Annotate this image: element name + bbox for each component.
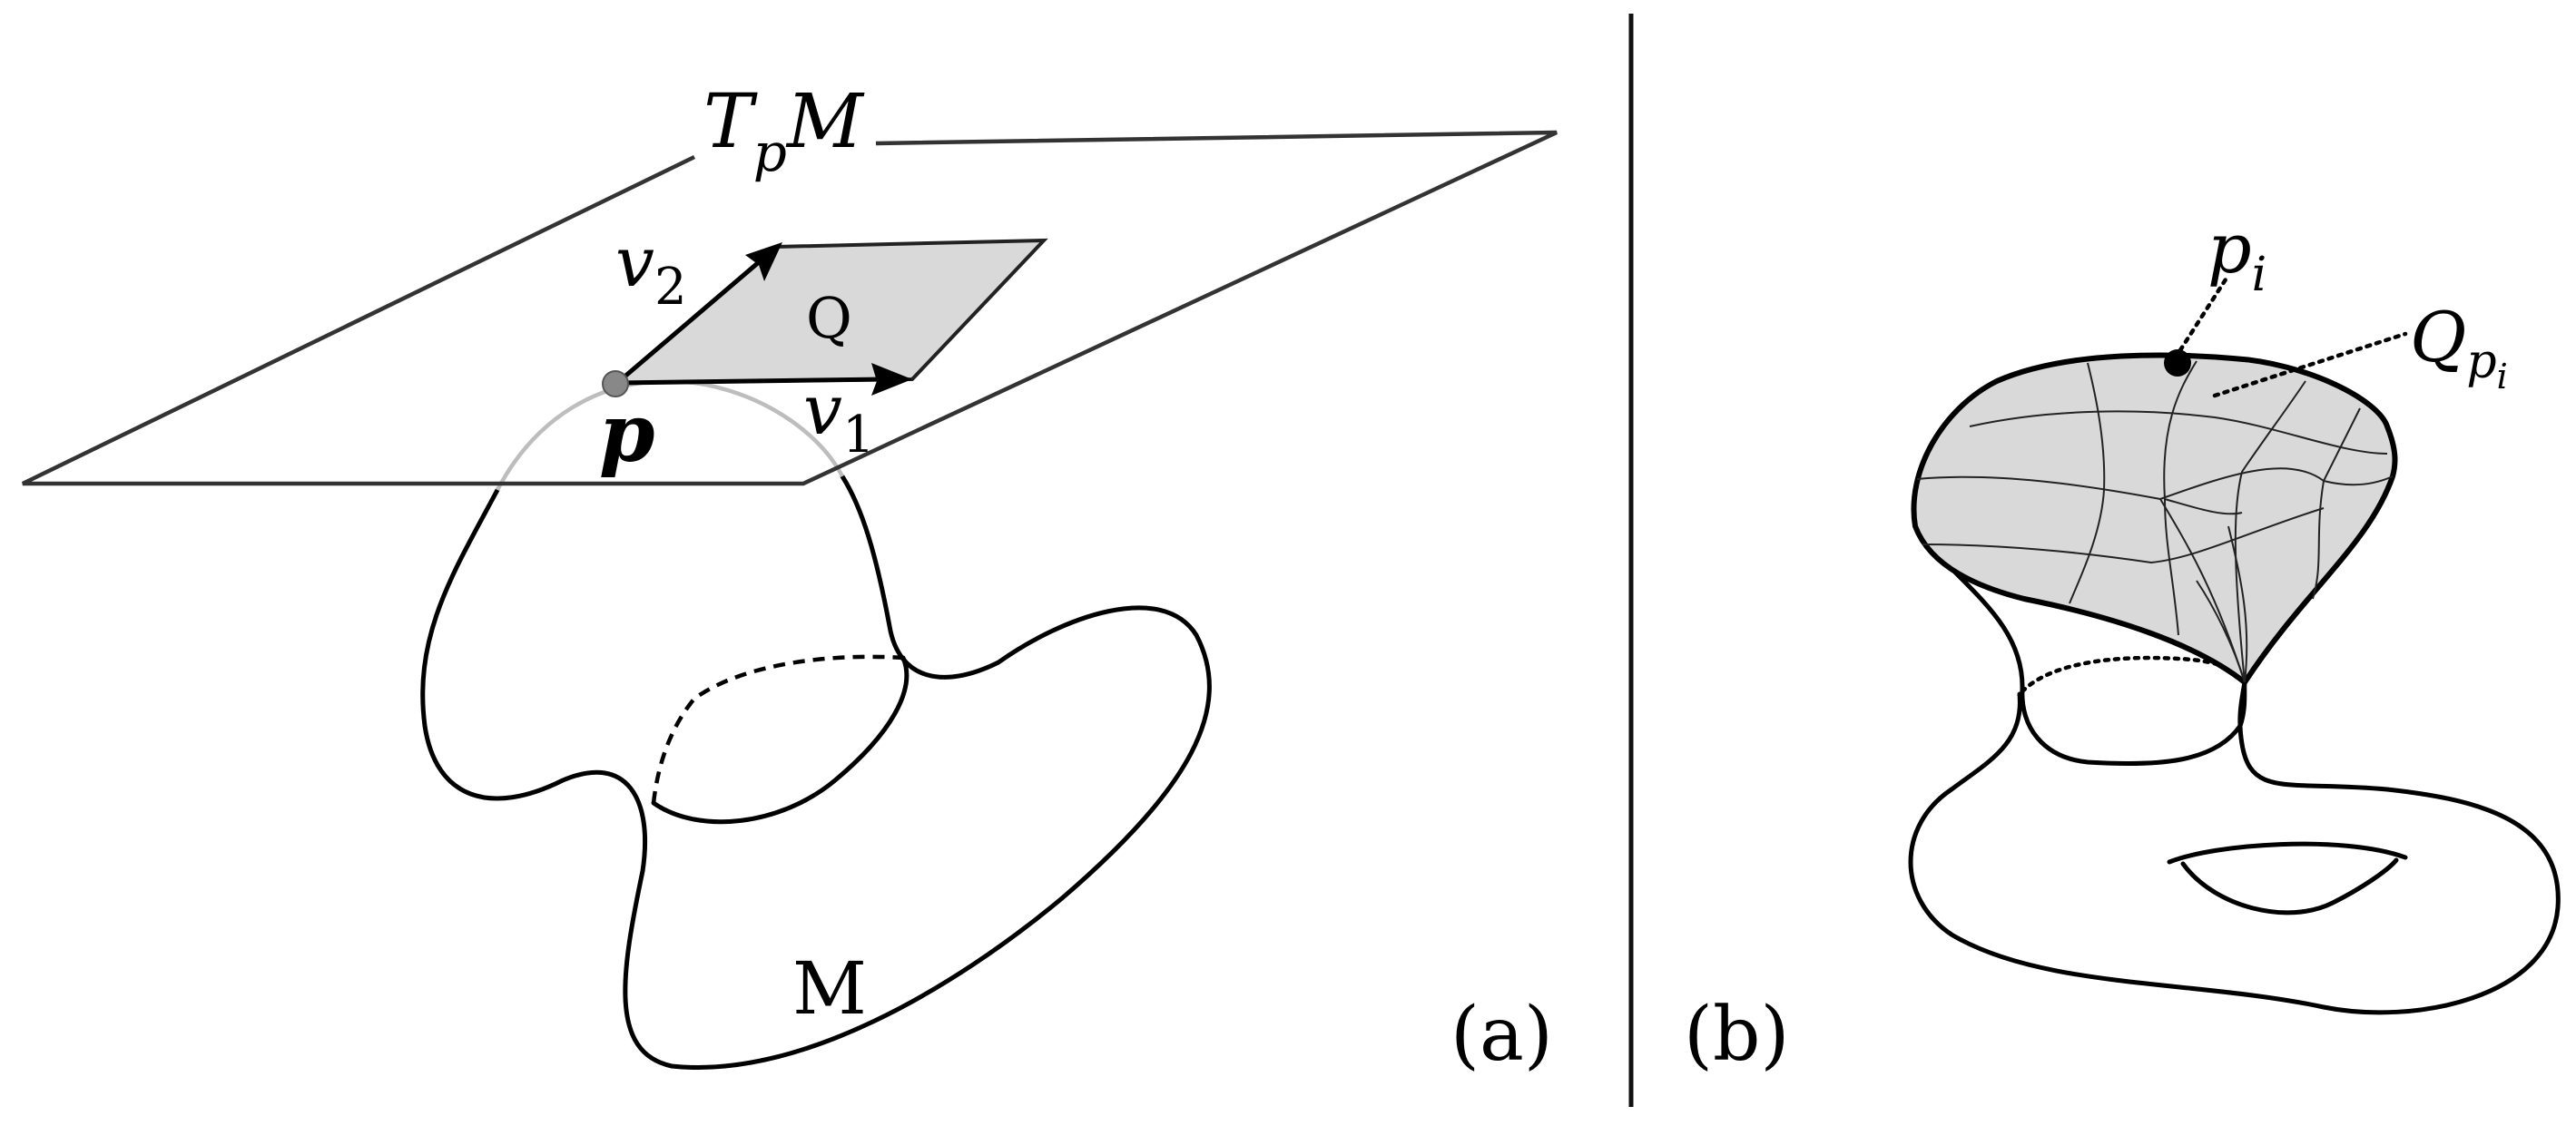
neck-left-curve	[1912, 524, 2247, 767]
vector-v2-label: v2	[615, 221, 687, 317]
manifold-m-outline	[420, 474, 1212, 1070]
point-p	[602, 370, 629, 397]
cap-patch	[1911, 352, 2398, 687]
manifold-top-arc	[496, 378, 845, 492]
plane-label: TpM	[703, 79, 865, 183]
vector-v2	[615, 259, 762, 386]
point-pi-label: pi	[2207, 208, 2266, 302]
torus-hole-lower	[2180, 857, 2399, 915]
mesh-line	[1922, 507, 2325, 564]
surface-outer-outline	[1908, 680, 2561, 1015]
manifold-m-label: M	[792, 946, 867, 1031]
caption-a: (a)	[1450, 992, 1553, 1078]
mesh-line	[1916, 467, 2394, 501]
patch-q-label: Q	[806, 285, 852, 351]
hole-solid-curve	[651, 655, 909, 825]
mesh-line	[2227, 525, 2248, 683]
panel-b: pi Qpi (b)	[1684, 208, 2561, 1078]
mesh-line	[2234, 380, 2306, 683]
mesh-line	[2164, 498, 2243, 515]
vector-v2-arrowhead	[745, 242, 782, 281]
vector-v1-label: v1	[803, 369, 875, 465]
panel-a: TpM v2 Q p v1 M (a)	[22, 79, 1558, 1078]
mesh-line	[2069, 362, 2106, 604]
patch-qpi-label: Qpi	[2410, 297, 2508, 397]
hole-hidden-curve	[651, 654, 904, 804]
tangent-plane	[22, 130, 1558, 486]
mesh-line	[2196, 580, 2246, 683]
point-pi	[2164, 349, 2191, 377]
pi-leader	[2178, 277, 2228, 353]
vector-v1-arrowhead	[871, 363, 912, 396]
vector-v1	[615, 377, 888, 386]
cap-mesh	[1916, 360, 2394, 683]
torus-hole-upper	[2167, 841, 2408, 865]
point-p-label: p	[599, 386, 655, 480]
mesh-line	[1969, 410, 2388, 455]
qpi-leader	[2212, 331, 2408, 398]
mesh-line	[2312, 407, 2361, 600]
caption-b: (b)	[1684, 992, 1789, 1078]
